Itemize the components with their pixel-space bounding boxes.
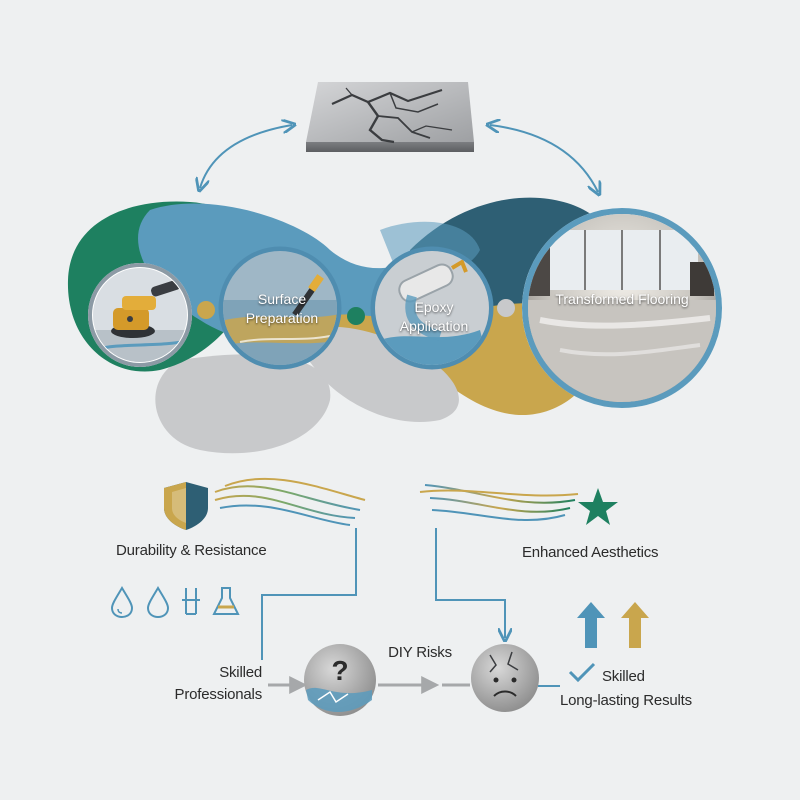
transformed-flooring-circle xyxy=(522,208,722,408)
floor-sander-icon xyxy=(111,279,181,338)
water-drop-icon xyxy=(146,586,170,619)
skilled-label-line1: Skilled xyxy=(219,664,262,681)
connector-line-right xyxy=(435,528,505,638)
surface-preparation-circle xyxy=(218,246,342,370)
connector-dot xyxy=(497,299,515,317)
question-mark-icon: ? xyxy=(304,644,376,716)
surface-preparation-label: Surface Preparation xyxy=(246,290,318,328)
scraper-tool-icon xyxy=(292,274,324,317)
connector-dot xyxy=(197,301,215,319)
epoxy-label-line2: Application xyxy=(399,318,469,334)
connector-line-left xyxy=(261,528,357,660)
epoxy-application-label: Epoxy Application xyxy=(400,298,469,336)
swoosh-lines-left xyxy=(214,477,366,526)
epoxy-application-circle xyxy=(370,246,494,370)
connector-dot xyxy=(347,307,365,325)
cycle-arrow-right xyxy=(490,125,598,192)
paint-roller-icon xyxy=(398,259,468,341)
shield-icon xyxy=(164,482,208,530)
swoosh-lines-right xyxy=(419,484,579,521)
sad-cracked-face-icon xyxy=(471,644,539,712)
surface-label-line2: Preparation xyxy=(245,310,319,326)
skilled-right-label: Skilled xyxy=(602,668,645,685)
epoxy-label-line1: Epoxy xyxy=(414,299,454,315)
arrow-up-icon xyxy=(621,602,649,648)
diy-risks-label: DIY Risks xyxy=(388,644,452,661)
lab-flask-icon xyxy=(212,587,240,615)
water-drop-icon xyxy=(110,586,134,619)
pipette-icon xyxy=(182,588,200,615)
cycle-arrow-left xyxy=(200,125,292,188)
cracked-concrete-slab xyxy=(306,82,474,152)
star-icon xyxy=(578,488,618,525)
arrow-up-icon xyxy=(577,602,605,648)
aesthetics-label: Enhanced Aesthetics xyxy=(522,544,659,561)
transformed-flooring-label: Transformed Flooring xyxy=(555,291,689,307)
surface-label-line1: Surface xyxy=(257,291,307,307)
checkmark-icon xyxy=(568,662,596,683)
skilled-professionals-label: Skilled Professionals xyxy=(174,662,263,706)
long-lasting-results-label: Long-lasting Results xyxy=(560,692,692,709)
professionals-label-line2: Professionals xyxy=(174,686,263,703)
svg-text:?: ? xyxy=(331,655,348,686)
durability-label: Durability & Resistance xyxy=(116,542,267,559)
